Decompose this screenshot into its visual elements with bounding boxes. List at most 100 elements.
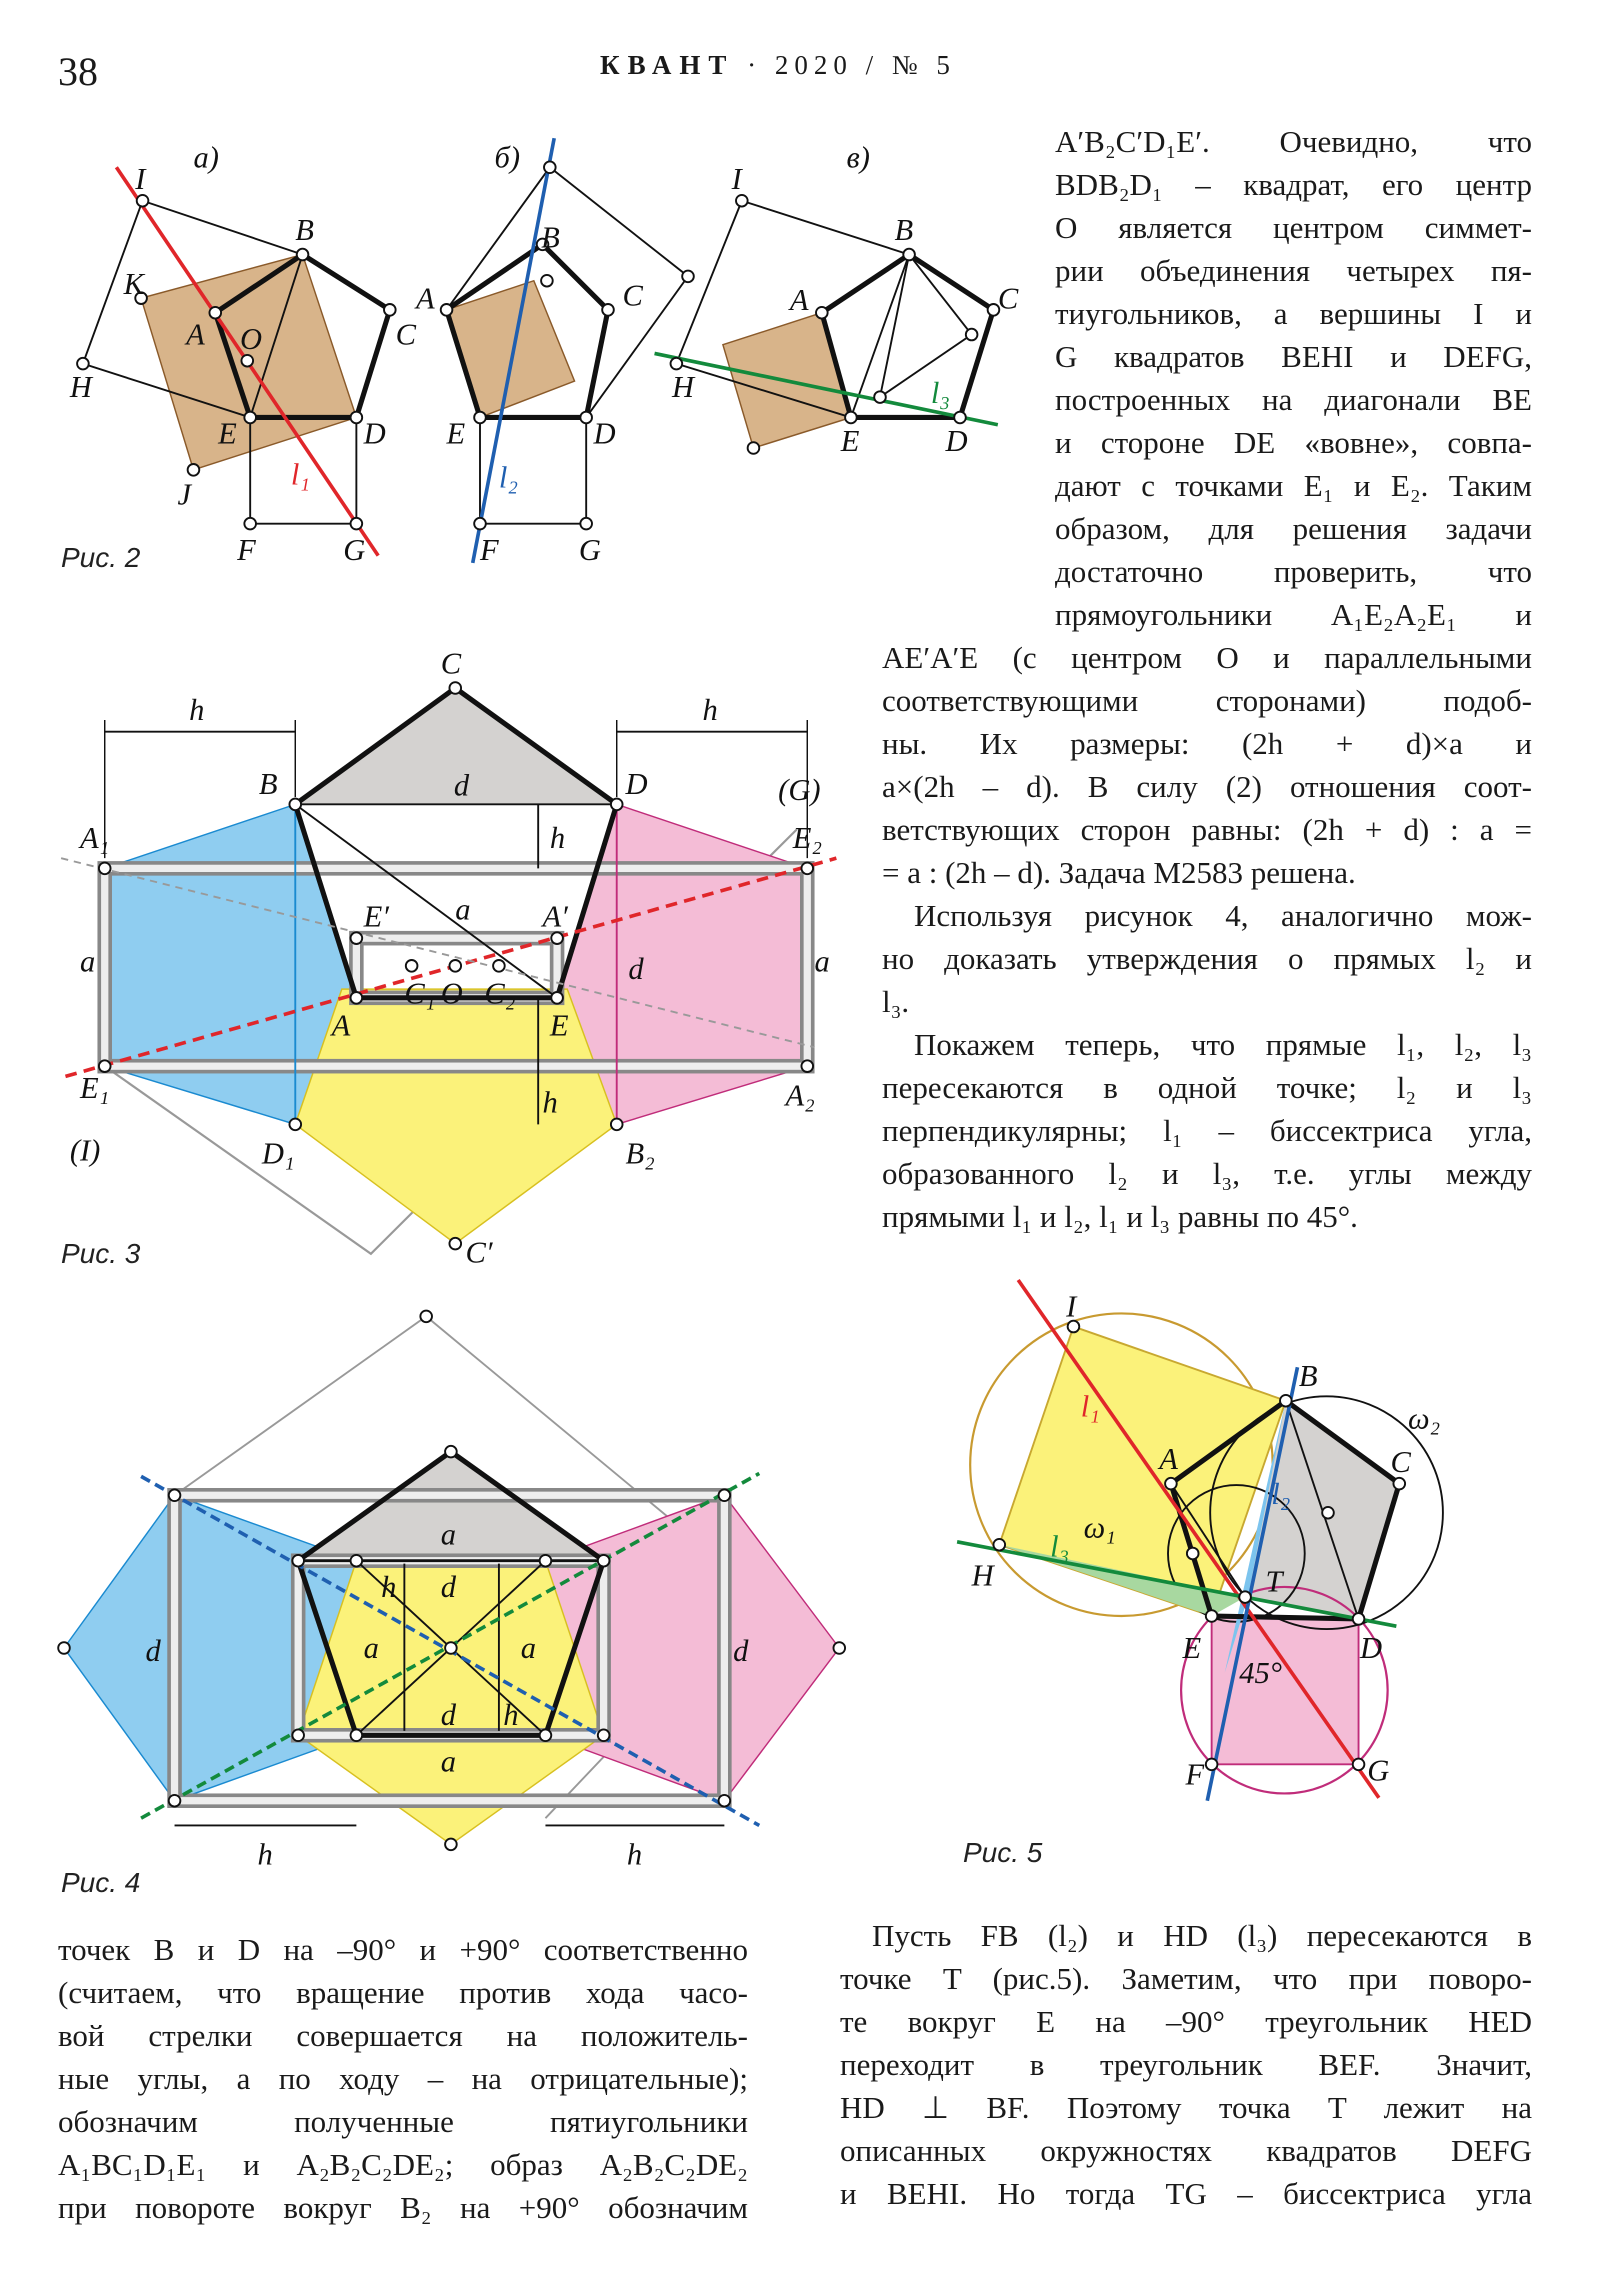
point-marker xyxy=(76,356,90,371)
text-line: Пусть FB (l₂) и HD (l₃) пересекаются в xyxy=(872,1918,1532,1953)
figure-label: l₂ xyxy=(499,460,518,494)
text-column-bottom-left: точек B и D на –90° и +90° соответственн… xyxy=(58,1928,748,2229)
figure-label: a xyxy=(521,1631,536,1665)
figure-label: ω₁ xyxy=(1084,1510,1116,1544)
figure-label: d xyxy=(441,1570,457,1604)
point-marker xyxy=(473,516,487,531)
point-marker xyxy=(419,1309,433,1324)
figure-label: d xyxy=(145,1634,161,1668)
figure-label: l₁ xyxy=(1081,1390,1100,1424)
text-line: образом, для решения задачи xyxy=(1055,511,1532,546)
figure-label: I xyxy=(1065,1289,1078,1323)
pink-region xyxy=(544,1494,841,1802)
point-marker xyxy=(1321,1505,1335,1520)
figure-label: a xyxy=(455,892,470,926)
journal-header: КВАНТ · 2020 / № 5 xyxy=(600,50,956,81)
figure-label: F xyxy=(236,533,256,567)
text-line: пересекаются в одной точке; l₂ и l₃ xyxy=(882,1070,1532,1105)
point-marker xyxy=(538,1728,553,1743)
text-line: построенных на диагонали BE xyxy=(1055,382,1532,417)
journal-issue: · 2020 / № 5 xyxy=(747,50,956,80)
point-marker xyxy=(1185,1546,1200,1561)
figure-label: (G) xyxy=(778,773,820,807)
point-marker xyxy=(609,1117,624,1132)
figure-label: E xyxy=(840,424,860,458)
figure-label: T xyxy=(1265,1564,1284,1598)
figure-label: a xyxy=(364,1631,379,1665)
figure-label: E xyxy=(1182,1631,1202,1665)
point-marker xyxy=(135,193,150,208)
point-marker xyxy=(800,1059,815,1073)
point-marker xyxy=(448,1236,463,1251)
figure-label: E₂ xyxy=(792,821,822,855)
text-line: G квадратов BEHI и DEFG, xyxy=(1055,339,1532,374)
text-line: обозначим полученные пятиугольники xyxy=(58,2104,748,2139)
figure-label: B₂ xyxy=(625,1137,654,1171)
figure-label: K xyxy=(123,267,146,301)
figure-label: ω₂ xyxy=(1408,1401,1440,1435)
point-marker xyxy=(444,1641,458,1655)
point-marker xyxy=(167,1488,182,1503)
point-marker xyxy=(550,931,564,945)
text-line: AE′A′E (с центром O и параллельными xyxy=(882,640,1532,675)
figure-label: C xyxy=(396,318,417,352)
figure-label: B xyxy=(1299,1359,1318,1393)
text-line: l₃. xyxy=(882,984,910,1019)
figure-3-caption: Рис. 3 xyxy=(61,1238,141,1269)
point-marker xyxy=(669,356,684,371)
figure-label: F xyxy=(1184,1758,1204,1792)
text-line: точек B и D на –90° и +90° соответственн… xyxy=(58,1932,748,1967)
figure-label: A xyxy=(330,1009,351,1043)
point-marker xyxy=(349,410,364,425)
pentagon-bottom xyxy=(292,803,620,1001)
figure-label: C xyxy=(1391,1445,1412,1479)
point-marker xyxy=(800,861,815,876)
point-marker xyxy=(543,160,557,175)
figure-label: d xyxy=(454,769,470,803)
point-marker xyxy=(243,516,257,531)
subfigure-tag: в) xyxy=(847,140,870,174)
subfigure-tag: б) xyxy=(495,140,521,174)
gray-triangle xyxy=(295,688,617,805)
figure-label: h xyxy=(550,821,565,855)
point-marker xyxy=(535,237,550,252)
figure-label: J xyxy=(177,478,192,512)
pentagon xyxy=(443,241,611,420)
text-line: A′B₂C′D₁E′. Очевидно, что xyxy=(1055,124,1532,159)
point-marker xyxy=(596,1728,611,1743)
figure-label: I xyxy=(134,162,147,196)
figure-4-caption: Рис. 4 xyxy=(61,1867,141,1898)
point-marker xyxy=(832,1641,847,1655)
pentagon xyxy=(818,251,997,420)
point-marker xyxy=(992,1537,1007,1552)
text-line: прямоугольники A₁E₂A₂E₁ и xyxy=(1055,597,1532,632)
point-marker xyxy=(186,463,201,477)
point-marker xyxy=(57,1641,71,1655)
figure-label: A xyxy=(1157,1442,1178,1476)
figure-5-caption: Рис. 5 xyxy=(963,1837,1043,1868)
gray-triangle xyxy=(298,1451,604,1561)
text-line: точке T (рис.5). Заметим, что при поворо… xyxy=(840,1961,1532,1996)
point-marker xyxy=(240,353,255,368)
figure-label: d xyxy=(441,1698,457,1732)
point-marker xyxy=(596,1553,611,1568)
point-marker xyxy=(717,1793,732,1808)
point-marker xyxy=(349,991,364,1005)
point-marker xyxy=(295,247,310,262)
blue-triangle xyxy=(1224,1400,1286,1673)
point-marker xyxy=(97,1059,112,1073)
point-marker xyxy=(609,797,624,812)
figure-label: E xyxy=(217,417,237,451)
text-line: ные углы, а по ходу – на отрицательные); xyxy=(58,2061,748,2096)
figure-label: a xyxy=(815,945,830,979)
point-marker xyxy=(746,441,761,455)
figure-label: h xyxy=(189,693,204,727)
figure-label: h xyxy=(257,1838,272,1872)
outer-rectangle-highlight xyxy=(170,1491,728,1805)
figure-label: l₃ xyxy=(1050,1529,1069,1563)
point-marker xyxy=(444,1837,458,1852)
text-line: дают с точками E₁ и E₂. Таким xyxy=(1055,468,1532,503)
point-marker xyxy=(717,1488,732,1503)
outer-rectangle-highlight xyxy=(101,864,811,1070)
